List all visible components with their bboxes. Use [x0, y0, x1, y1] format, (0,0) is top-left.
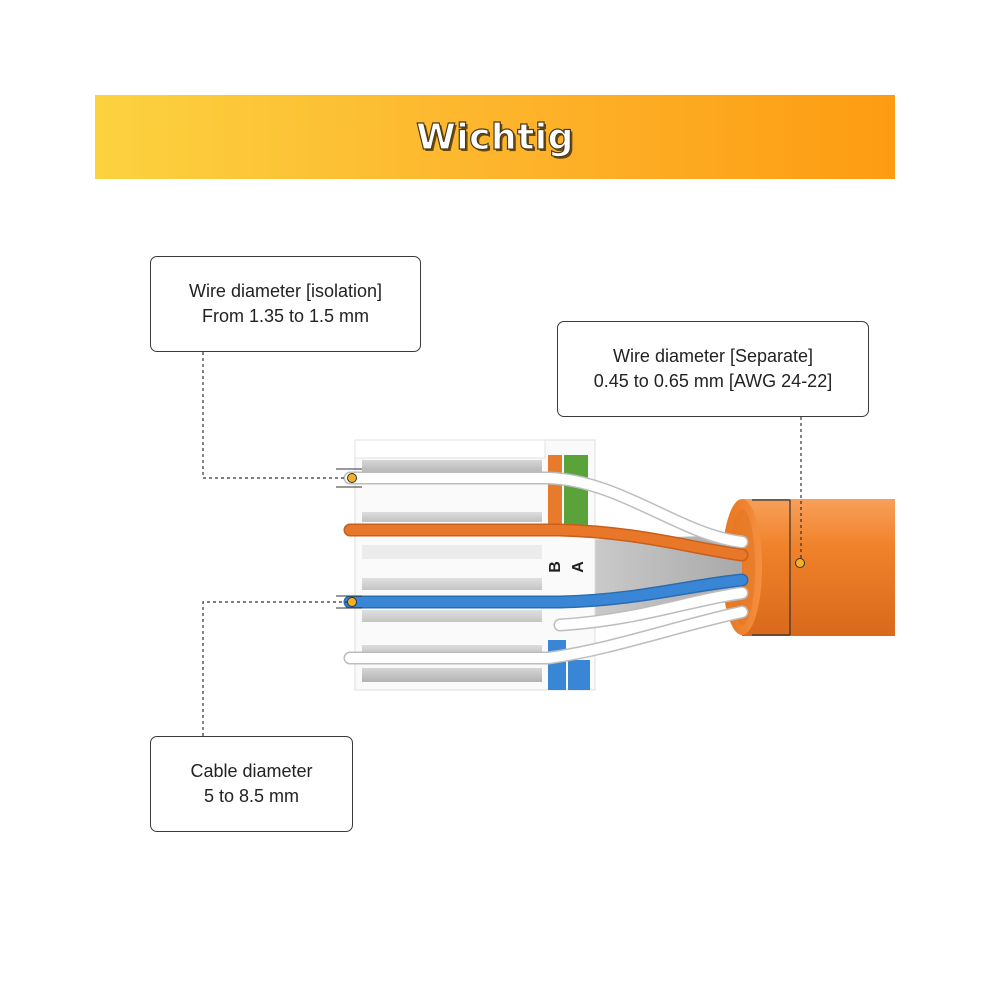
- callout-separate-title: Wire diameter [Separate]: [612, 346, 814, 366]
- separate-wire-marker: [336, 595, 362, 609]
- callout-separate-value: 0.45 to 0.65 mm [AWG 24-22]: [593, 371, 833, 391]
- callout-wire-isolation: Wire diameter [isolation] From 1.35 to 1…: [150, 256, 421, 352]
- callout-isolation-title: Wire diameter [isolation]: [188, 281, 383, 301]
- cable-jacket: [722, 499, 895, 636]
- leader-isolation: [202, 352, 347, 479]
- callout-isolation-value: From 1.35 to 1.5 mm: [201, 306, 370, 326]
- leader-cable: [202, 601, 347, 736]
- callout-cable-value: 5 to 8.5 mm: [203, 786, 300, 806]
- callout-cable-diameter: Cable diameter 5 to 8.5 mm: [150, 736, 353, 832]
- banner-title: Wichtig: [415, 116, 574, 158]
- leader-lines: [202, 352, 802, 736]
- connector-label-b: B: [547, 561, 564, 573]
- wires: [343, 471, 749, 665]
- callout-wire-separate: Wire diameter [Separate] 0.45 to 0.65 mm…: [557, 321, 869, 417]
- connector-label-a: A: [570, 561, 587, 573]
- callout-cable-title: Cable diameter: [190, 761, 313, 781]
- header-banner: Wichtig: [95, 95, 895, 179]
- cable-diameter-marker: [752, 499, 805, 636]
- isolation-marker: [336, 468, 362, 488]
